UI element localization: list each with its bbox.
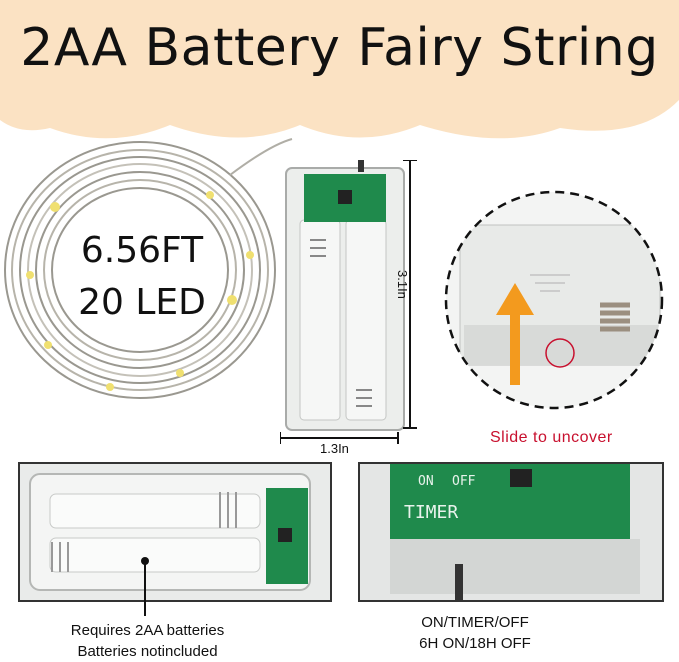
- wire-coil-image: [4, 138, 293, 399]
- title-banner: [0, 0, 679, 139]
- coil-length-label: 6.56FT: [80, 230, 204, 271]
- battery-requirement-caption: Requires 2AA batteries Batteries notincl…: [20, 620, 275, 662]
- pcb-off-label: OFF: [452, 474, 476, 489]
- zoom-detail-image: [444, 190, 664, 410]
- switch-mode-line1: ON/TIMER/OFF: [421, 614, 529, 631]
- pcb-on-label: ON: [418, 474, 434, 489]
- battery-requirement-line1: Requires 2AA batteries: [70, 622, 225, 639]
- coil-led-count-label: 20 LED: [78, 282, 206, 323]
- width-label: 1.3In: [320, 441, 349, 456]
- height-dimension-line: [403, 160, 417, 429]
- page-title: 2AA Battery Fairy String: [20, 18, 659, 78]
- height-label: 3.1In: [395, 270, 410, 299]
- slide-to-uncover-caption: Slide to uncover: [490, 429, 613, 446]
- left-caption-pointer: [144, 560, 146, 616]
- pcb-switch-closeup-photo: ON OFF TIMER: [358, 462, 664, 602]
- switch-mode-caption: ON/TIMER/OFF 6H ON/18H OFF: [385, 612, 565, 654]
- pcb-timer-label: TIMER: [404, 502, 459, 523]
- open-battery-box-photo: [18, 462, 332, 602]
- battery-box-image: [285, 160, 405, 431]
- battery-requirement-line2: Batteries notincluded: [77, 643, 218, 660]
- width-dimension-line: [280, 432, 399, 444]
- switch-mode-line2: 6H ON/18H OFF: [419, 635, 531, 652]
